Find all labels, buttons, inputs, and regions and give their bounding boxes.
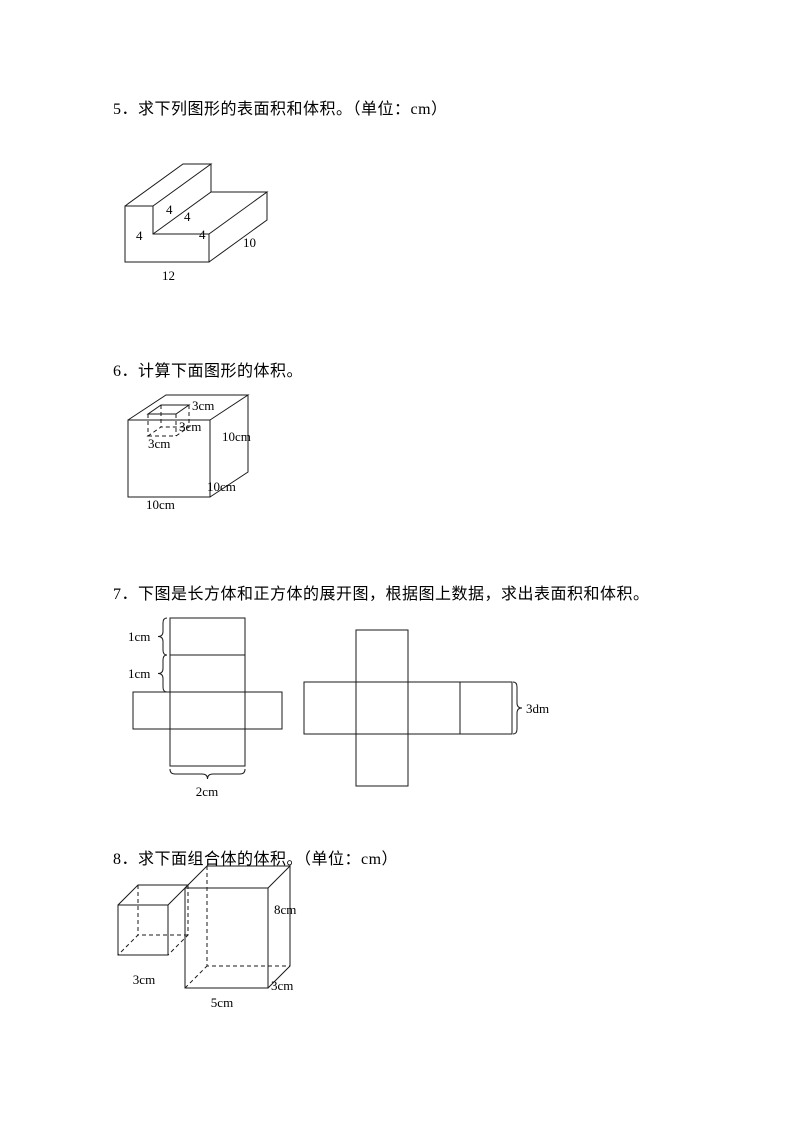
fig8-big-depth-label: 3cm <box>271 978 293 993</box>
fig8-big-width-label: 5cm <box>211 995 233 1010</box>
fig7-cube-net-bottom-square <box>355 733 409 787</box>
problem-8-title: 8．求下面组合体的体积。（单位：cm） <box>113 851 399 868</box>
fig6-notch-depth-label: 3cm <box>179 419 201 434</box>
fig5-top-lower-step <box>152 191 269 235</box>
fig6-cube-width-label: 10cm <box>146 497 175 512</box>
fig6-notch-opening <box>146 404 191 415</box>
fig7-bottom-brace <box>169 768 246 780</box>
fig7-cube-edge-label: 3dm <box>526 701 549 716</box>
fig6-cube-depth-label: 10cm <box>207 479 236 494</box>
fig8-small-top-face <box>117 884 190 906</box>
figure-7-cuboid-net: 1cm 1cm 2cm <box>128 617 283 799</box>
fig6-cube-right-face <box>209 395 249 498</box>
problem-6-title: 6．计算下面图形的体积。 <box>113 363 304 380</box>
figure-5-step-solid: 4 4 4 4 10 12 <box>124 163 269 283</box>
fig7-bottom-width-label: 2cm <box>196 784 218 799</box>
fig5-right-face <box>208 192 268 263</box>
figure-6-cube-with-notch: 3cm 3cm 3cm 10cm 10cm 10cm <box>127 394 251 512</box>
fig5-step-tread-label: 4 <box>184 209 191 224</box>
problem-7-title: 7．下图是长方体和正方体的展开图，根据图上数据，求出表面积和体积。 <box>113 586 650 603</box>
fig7-cube-edge-brace <box>512 681 523 735</box>
fig7-row1-brace <box>157 617 168 656</box>
fig8-small-hidden-edges <box>117 885 189 956</box>
problem-5-title: 5．求下列图形的表面积和体积。（单位：cm） <box>113 101 448 118</box>
fig8-big-height-label: 8cm <box>274 902 296 917</box>
fig5-step-height-label: 4 <box>166 202 173 217</box>
fig8-small-front-face <box>117 904 169 956</box>
fig7-cube-net-middle-row <box>303 681 513 735</box>
fig8-big-top-face <box>184 865 292 889</box>
fig7-cube-net-top-square <box>355 629 409 683</box>
fig6-cube-top-face <box>127 394 250 421</box>
fig8-big-front-face <box>184 887 269 989</box>
fig7-row1-height-label: 1cm <box>128 629 150 644</box>
fig6-cube-height-label: 10cm <box>222 429 251 444</box>
fig6-notch-edge-top-label: 3cm <box>192 398 214 413</box>
fig5-depth-label: 10 <box>243 235 256 250</box>
fig7-row2-brace <box>157 654 168 693</box>
figure-7-cube-net: 3dm <box>303 629 549 787</box>
fig7-row2-height-label: 1cm <box>128 666 150 681</box>
figure-8-composite-solid: 8cm 3cm 5cm 3cm <box>117 865 296 1010</box>
fig7-cuboid-net-right-flap <box>244 691 283 730</box>
fig5-front-right-label: 4 <box>199 227 206 242</box>
fig5-front-left-label: 4 <box>136 228 143 243</box>
fig6-notch-edge-bottom-label: 3cm <box>148 436 170 451</box>
fig5-bottom-length-label: 12 <box>162 268 175 283</box>
fig8-big-hidden-edges <box>184 866 290 989</box>
fig8-small-edge-label: 3cm <box>133 972 155 987</box>
fig7-cuboid-net-column <box>169 617 246 767</box>
fig5-top-upper-step <box>124 163 213 207</box>
fig7-cuboid-net-left-flap <box>132 691 171 730</box>
fig6-notch-vertical-hidden <box>147 405 190 436</box>
